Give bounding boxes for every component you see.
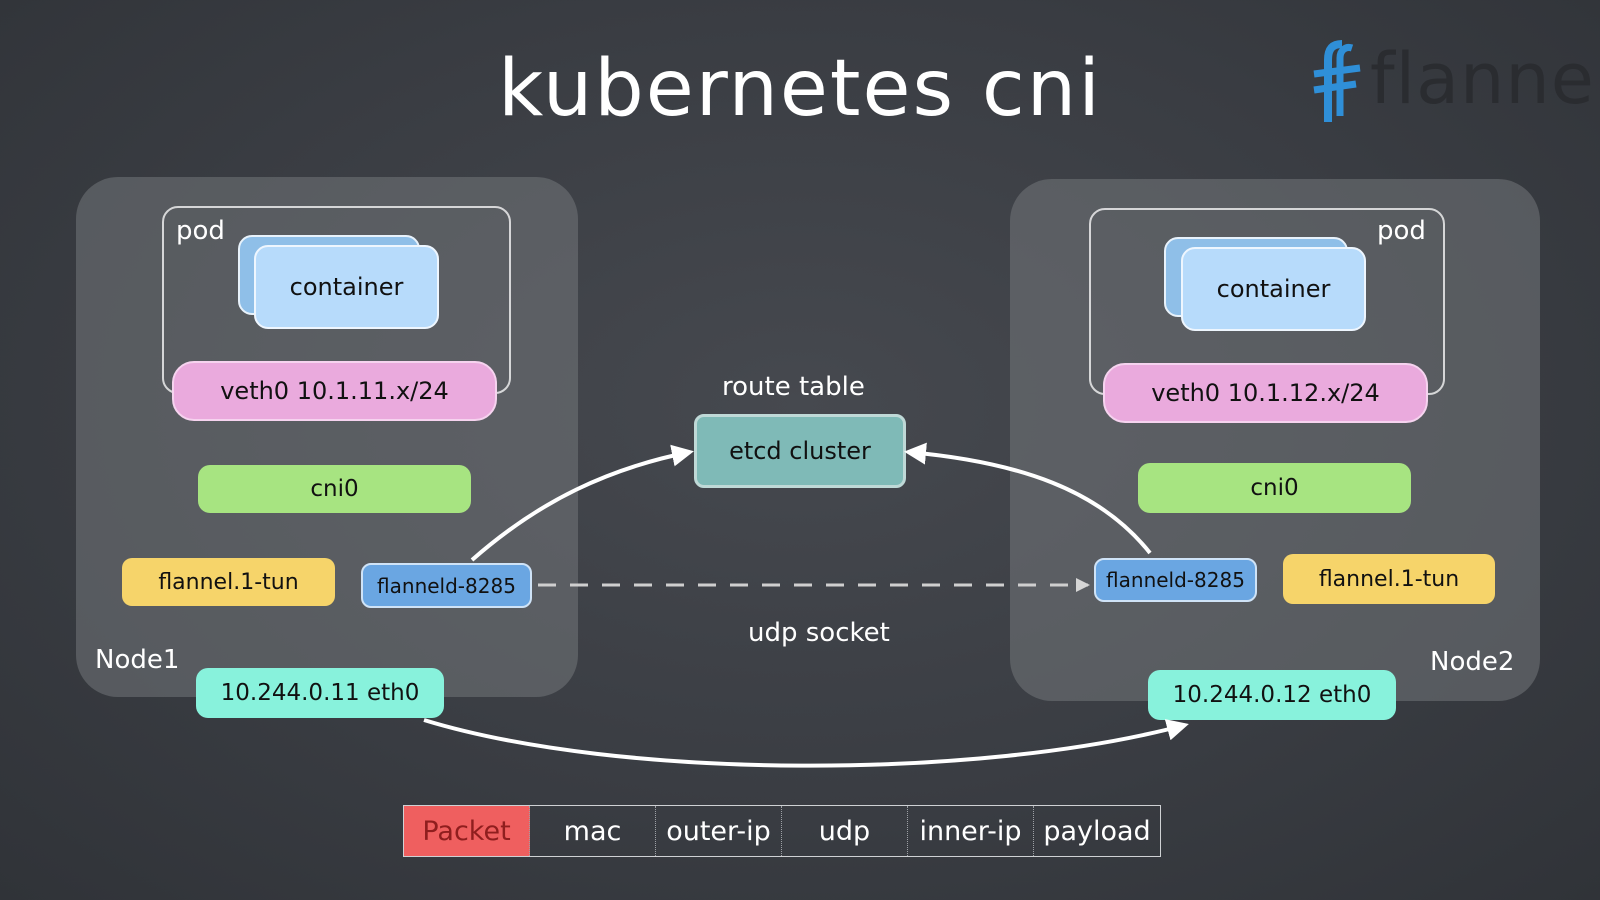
page-title: kubernetes cni (498, 44, 1102, 134)
pod-label-right: pod (1377, 216, 1426, 246)
eth-curve-arrow (423, 718, 1189, 768)
packet-cell-payload: payload (1043, 815, 1151, 847)
etcd-cluster[interactable]: etcd cluster (694, 414, 906, 488)
packet-cell-header: Packet (404, 806, 530, 856)
packet-cell-inner-ip: inner-ip (908, 806, 1034, 856)
udp-socket-label: udp socket (748, 618, 890, 648)
logo-text: flannel (1370, 38, 1600, 120)
flanneld-left[interactable]: flanneld-8285 (361, 563, 532, 608)
flannel-logo-icon (1313, 40, 1361, 122)
packet-cell-udp: udp (782, 806, 908, 856)
route-table-label: route table (722, 372, 865, 402)
cni-left[interactable]: cni0 (198, 465, 471, 513)
packet-format-bar: Packet mac outer-ip udp inner-ip payload (403, 805, 1161, 857)
arrow-left-to-etcd (470, 444, 694, 562)
eth-left[interactable]: 10.244.0.11 eth0 (196, 668, 444, 718)
veth-left[interactable]: veth0 10.1.11.x/24 (172, 361, 497, 421)
eth-right[interactable]: 10.244.0.12 eth0 (1148, 670, 1396, 720)
flannel-logo: flannel (1308, 38, 1600, 128)
packet-cell-mac: mac (530, 806, 656, 856)
packet-cell-outer-ip: outer-ip (656, 806, 782, 856)
container-right[interactable]: container (1181, 247, 1366, 331)
container-left[interactable]: container (254, 245, 439, 329)
arrow-right-to-etcd (904, 442, 1152, 555)
cni-right[interactable]: cni0 (1138, 463, 1411, 513)
flanneld-right[interactable]: flanneld-8285 (1094, 558, 1257, 602)
tun-left[interactable]: flannel.1-tun (122, 558, 335, 606)
node1-label: Node1 (95, 645, 180, 675)
node2-label: Node2 (1430, 647, 1515, 677)
tun-right[interactable]: flannel.1-tun (1283, 554, 1495, 604)
pod-label-left: pod (176, 216, 225, 246)
veth-right[interactable]: veth0 10.1.12.x/24 (1103, 363, 1428, 423)
